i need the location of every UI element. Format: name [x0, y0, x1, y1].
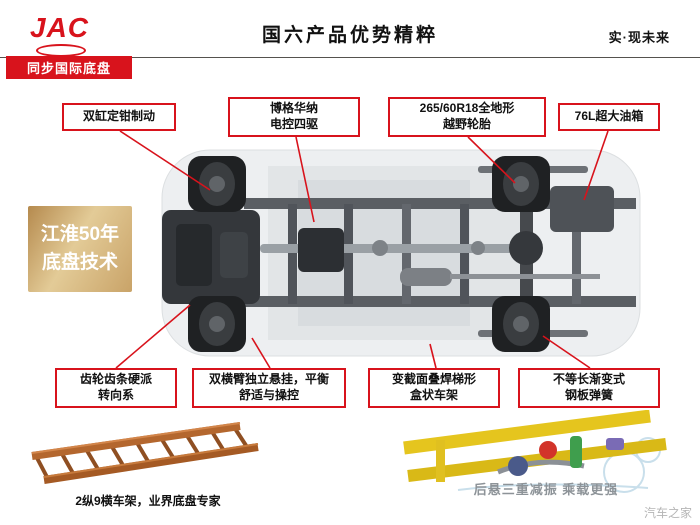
- callout-offroad-tires: 265/60R18全地形 越野轮胎: [388, 97, 546, 137]
- frame-rails: [244, 198, 636, 307]
- callout-fuel-tank: 76L超大油箱: [558, 103, 660, 131]
- jac-logo: JAC: [30, 12, 90, 43]
- wheel-front-right: [188, 296, 246, 352]
- cross-members: [288, 204, 581, 304]
- callout-borgwarner-4wd: 博格华纳 电控四驱: [228, 97, 360, 137]
- heritage-badge: 江淮50年 底盘技术: [28, 206, 132, 292]
- driveshaft: [260, 228, 530, 272]
- frame-caption: 2纵9横车架，业界底盘专家: [75, 494, 221, 508]
- rear-suspension-illustration: [403, 410, 667, 493]
- chassis-illustration: [161, 149, 641, 357]
- callout-box-frame: 变截面叠焊梯形 盒状车架: [368, 368, 500, 408]
- callout-front-suspension: 双横臂独立悬挂，平衡 舒适与操控: [192, 368, 346, 408]
- engine-block: [162, 210, 260, 304]
- site-watermark: 汽车之家: [643, 506, 692, 520]
- callout-steering: 齿轮齿条硬派 转向系: [55, 368, 177, 408]
- ladder-frame-illustration: [31, 422, 259, 484]
- brand-slogan: 实·现未来: [608, 30, 670, 45]
- wheel-front-left: [188, 156, 246, 212]
- shock-absorber-shape: [570, 436, 582, 468]
- header-divider: [0, 57, 700, 58]
- callout-leaf-springs: 不等长渐变式 钢板弹簧: [518, 368, 660, 408]
- exhaust: [400, 268, 600, 286]
- chassis-ribbon: 同步国际底盘: [6, 56, 132, 79]
- transfer-case: [298, 228, 344, 272]
- wheel-rear-left: [492, 156, 550, 212]
- page-title: 国六产品优势精粹: [261, 25, 438, 46]
- suspension-caption: 后悬三重减振 乘载更强: [473, 482, 619, 497]
- coil-spring-shape: [539, 441, 557, 459]
- wheel-rear-right: [492, 296, 550, 352]
- fuel-tank: [550, 186, 614, 232]
- callout-front-brakes: 双缸定钳制动: [62, 103, 176, 131]
